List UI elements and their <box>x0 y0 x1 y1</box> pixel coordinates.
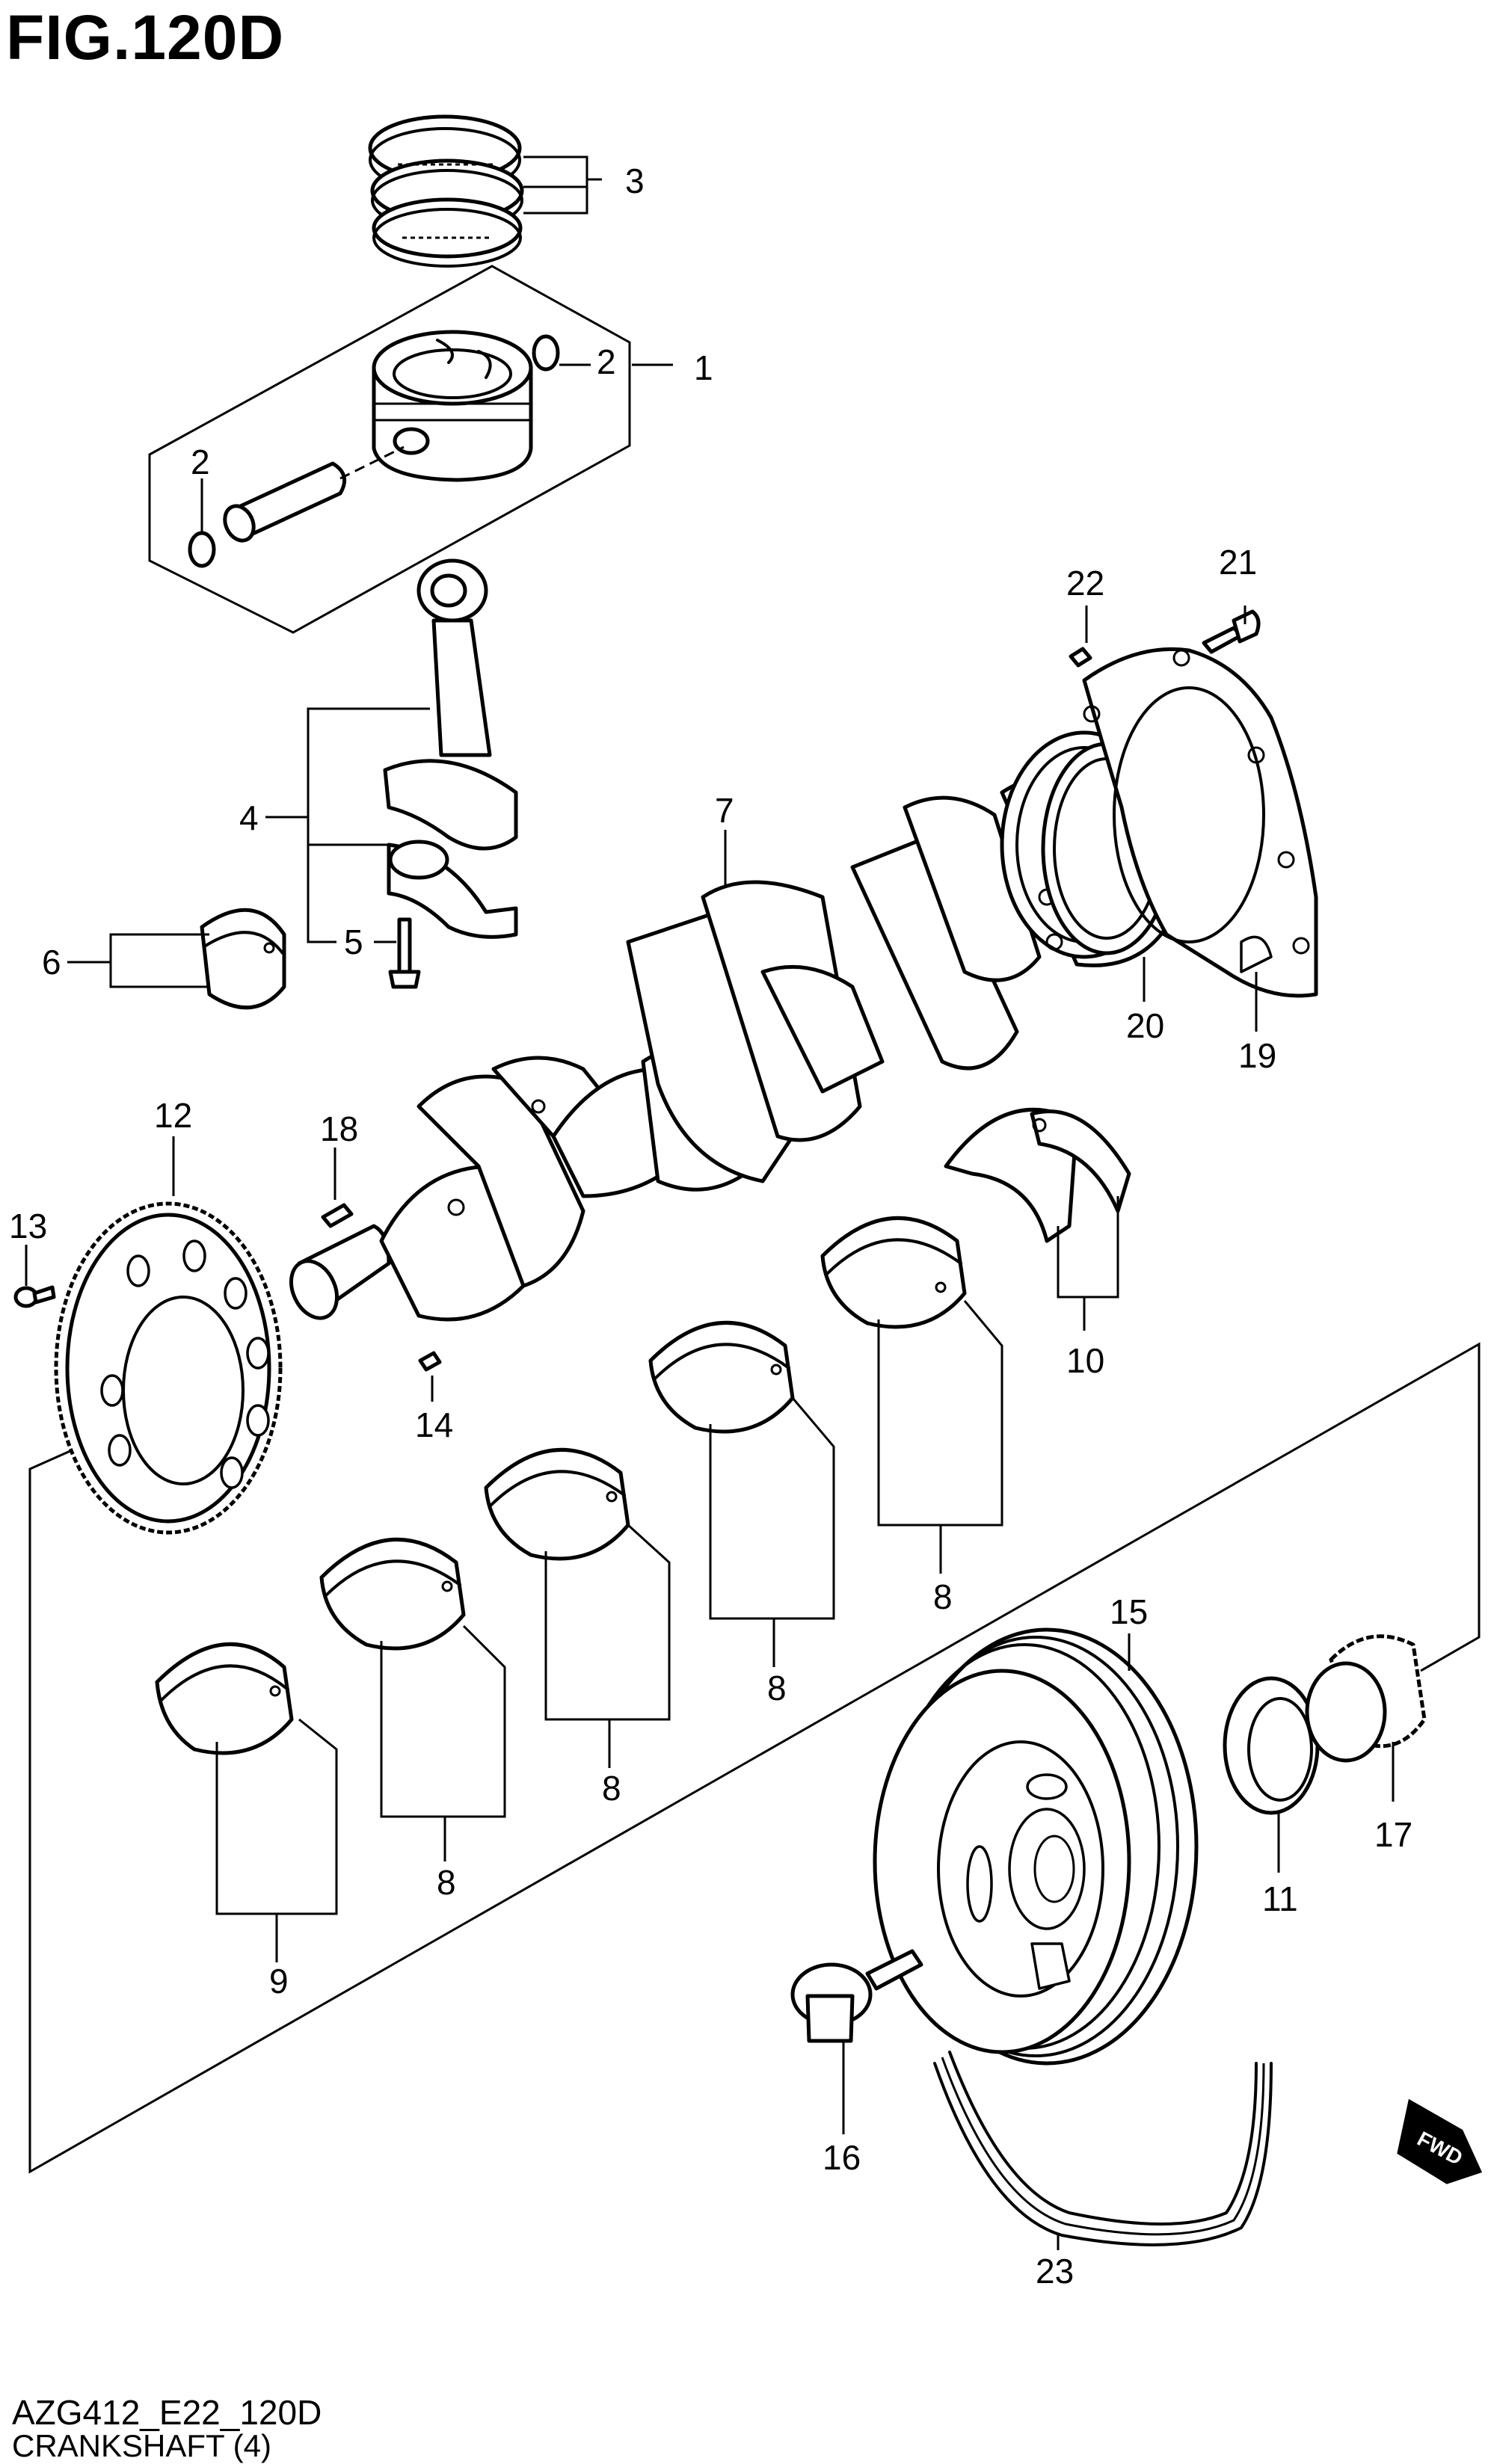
callout-20: 20 <box>1126 1006 1164 1045</box>
crank-pulley <box>873 1627 1199 2066</box>
diagram-caption: CRANKSHAFT (4) <box>12 2428 271 2463</box>
callout-18: 18 <box>320 1109 358 1148</box>
serpentine-belt <box>933 2051 1273 2246</box>
diagram-code: AZG412_E22_120D <box>12 2393 322 2432</box>
callout-21: 21 <box>1219 543 1257 582</box>
piston-pin <box>223 446 405 543</box>
callout-15: 15 <box>1110 1592 1148 1631</box>
callout-4: 4 <box>239 798 259 837</box>
piston <box>372 330 533 482</box>
callout-13: 13 <box>9 1207 47 1245</box>
callout-2-left: 2 <box>191 443 210 481</box>
main-bearing-shell-8-2 <box>484 1448 630 1561</box>
callout-14: 14 <box>415 1405 453 1444</box>
callout-10: 10 <box>1066 1341 1104 1380</box>
housing-bolt <box>1202 609 1261 654</box>
callout-8-a: 8 <box>437 1863 456 1902</box>
callout-23: 23 <box>1036 2252 1074 2291</box>
main-bearing-shell-8-3 <box>648 1321 795 1434</box>
thrust-washers <box>944 1107 1131 1243</box>
callout-8-c: 8 <box>767 1669 787 1707</box>
callout-17: 17 <box>1374 1815 1412 1854</box>
callout-3: 3 <box>625 161 645 200</box>
callout-1: 1 <box>694 348 713 387</box>
dowel-pin-14 <box>418 1351 442 1372</box>
bearing-group-bracket <box>28 1342 1481 2174</box>
rod-bolt <box>388 917 421 989</box>
piston-rings <box>368 114 524 268</box>
callout-19: 19 <box>1238 1036 1276 1075</box>
front-oil-seal <box>1223 1676 1320 1815</box>
callout-7: 7 <box>715 791 734 830</box>
main-bearing-shell-9 <box>155 1642 294 1755</box>
fwd-direction-badge: FWD <box>1397 2098 1483 2184</box>
dowel-pin-22 <box>1069 647 1092 668</box>
callout-22: 22 <box>1066 564 1104 603</box>
callout-8-d: 8 <box>933 1577 953 1616</box>
callout-6: 6 <box>42 943 61 982</box>
main-bearing-shell-8-4 <box>820 1216 967 1329</box>
callout-8-b: 8 <box>602 1769 621 1808</box>
crank-timing-sprocket <box>54 1201 283 1535</box>
circlip-right <box>532 334 560 372</box>
rod-bearing-shell <box>200 908 286 1010</box>
connecting-rod <box>383 558 518 939</box>
callout-12: 12 <box>154 1096 192 1135</box>
pulley-bolt <box>790 1949 923 2043</box>
callout-11: 11 <box>1262 1879 1298 1918</box>
callout-9: 9 <box>269 1962 289 2001</box>
callout-2-right: 2 <box>597 342 616 381</box>
callout-5: 5 <box>344 923 363 961</box>
circlip-left <box>188 531 216 568</box>
figure-title: FIG.120D <box>6 2 285 73</box>
main-bearing-shell-8-1 <box>319 1538 466 1651</box>
crank-gear <box>1305 1634 1427 1763</box>
sprocket-screw <box>13 1285 56 1308</box>
piston-assembly-box <box>148 265 631 634</box>
woodruff-key-18 <box>321 1203 354 1228</box>
callout-16: 16 <box>823 2138 861 2177</box>
callout-labels: 1 2 2 3 4 5 6 7 8 8 8 8 9 10 11 12 13 14… <box>9 161 1412 2291</box>
oil-seal-housing <box>1082 647 1318 998</box>
leader-lines <box>25 155 1395 2250</box>
